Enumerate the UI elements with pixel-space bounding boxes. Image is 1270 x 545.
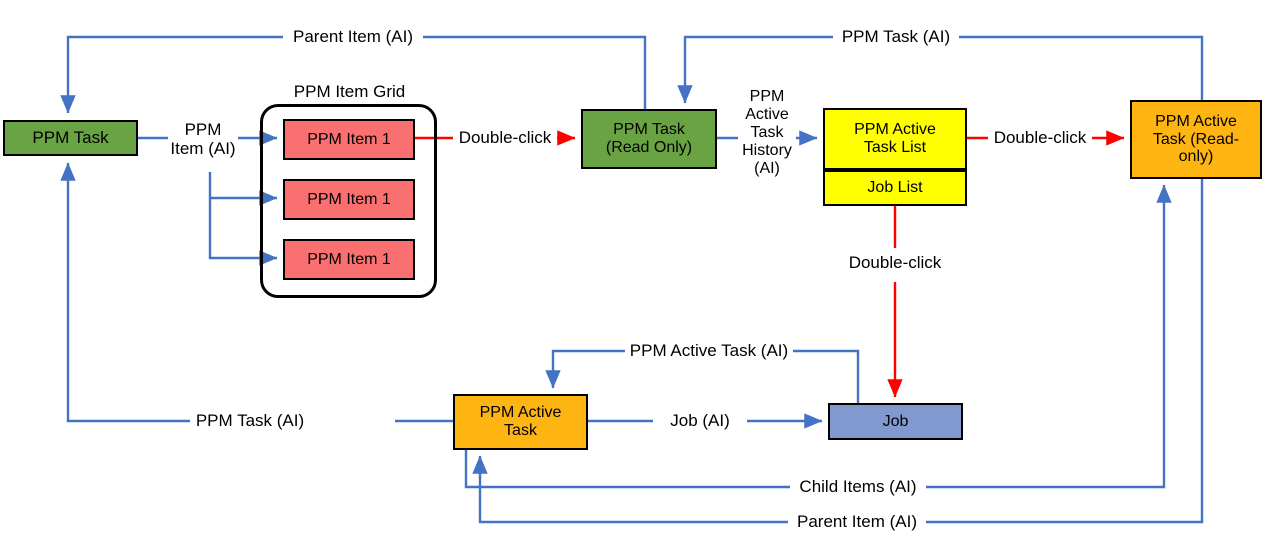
edge-label-parent-item-top: Parent Item (AI)	[283, 27, 423, 47]
edge-label-parent-item-bottom: Parent Item (AI)	[788, 512, 926, 532]
wire-parent-item-bottom-a	[925, 179, 1204, 524]
node-ppm-item-1-a[interactable]: PPM Item 1	[283, 119, 415, 160]
edge-label-job-ai: Job (AI)	[653, 411, 747, 431]
edge-label-ppm-active-task-ai: PPM Active Task (AI)	[625, 341, 793, 361]
node-ppm-item-1-b-label: PPM Item 1	[307, 190, 391, 208]
node-job[interactable]: Job	[828, 403, 963, 440]
wire-parent-item-bottom-b	[472, 455, 790, 524]
node-job-list-label: Job List	[867, 179, 923, 197]
wire-child-items-a	[464, 450, 790, 489]
edge-label-ppm-task-top-right: PPM Task (AI)	[833, 27, 959, 47]
edge-label-double-click-items: Double-click	[453, 128, 557, 148]
node-ppm-task-read-only-label: PPM Task(Read Only)	[605, 121, 693, 156]
ppm-item-grid-caption: PPM Item Grid	[262, 82, 437, 102]
wire-child-items-b	[925, 184, 1172, 489]
edge-label-double-click-joblist: Double-click	[843, 253, 947, 273]
edge-label-ppm-task-ai-left: PPM Task (AI)	[190, 411, 310, 431]
node-ppm-task-label: PPM Task	[32, 128, 109, 148]
edge-label-double-click-list: Double-click	[988, 128, 1092, 148]
node-job-label: Job	[882, 412, 909, 430]
node-ppm-item-1-c[interactable]: PPM Item 1	[283, 239, 415, 280]
node-ppm-task[interactable]: PPM Task	[3, 120, 138, 156]
node-ppm-item-1-b[interactable]: PPM Item 1	[283, 179, 415, 220]
edge-label-child-items-ai: Child Items (AI)	[790, 477, 926, 497]
node-ppm-task-read-only[interactable]: PPM Task(Read Only)	[581, 109, 717, 169]
node-ppm-item-1-a-label: PPM Item 1	[307, 130, 391, 148]
ppm-item-grid-container	[260, 104, 437, 298]
node-job-list[interactable]: Job List	[823, 170, 967, 206]
node-ppm-item-1-c-label: PPM Item 1	[307, 250, 391, 268]
